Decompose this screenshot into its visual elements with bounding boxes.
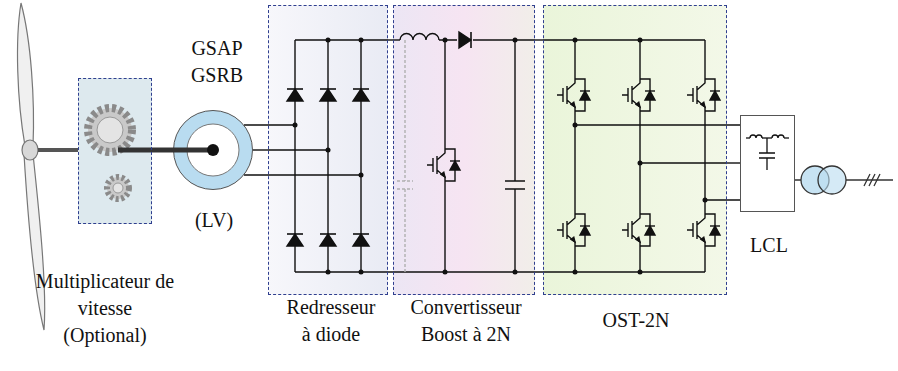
node-label: (LV) (184, 207, 244, 234)
drawing-stroke (687, 73, 720, 117)
drawing-stroke (353, 89, 369, 101)
drawing-stroke (443, 38, 448, 43)
drawing-stroke (846, 179, 893, 180)
drawing-stroke (293, 38, 364, 275)
wire-connector (253, 149, 268, 150)
drawing-stroke (320, 234, 336, 246)
drawing-stroke (864, 174, 880, 186)
generator-circle: GSAP GSRB(LV) (173, 110, 253, 190)
drawing-stroke (622, 208, 655, 252)
drawing-stroke (443, 38, 518, 275)
drawing-stroke (573, 270, 578, 275)
drawing-stroke (573, 123, 578, 128)
drawing-stroke (750, 135, 762, 138)
drawing-stroke (427, 143, 460, 187)
node-label: Multiplicateur de vitesse (Optional) (35, 268, 175, 349)
node-label: Redresseur à diode (281, 294, 381, 348)
rotor-hub (207, 144, 219, 156)
drawing-stroke (622, 73, 655, 117)
transformer-grid (801, 166, 893, 194)
gearbox-gears (88, 108, 152, 199)
generator-rotor (173, 110, 253, 190)
wire-connector (152, 148, 173, 153)
drawing-stroke (78, 78, 152, 224)
wire-connector (727, 162, 740, 163)
drawing-stroke (444, 40, 445, 272)
drawing-stroke (244, 125, 361, 175)
drawing-stroke (459, 32, 471, 48)
drawing-stroke (353, 234, 369, 246)
drawing-stroke (543, 40, 705, 272)
drawing-stroke (38, 148, 78, 152)
drawing-stroke (97, 117, 123, 143)
drawing-stroke (772, 135, 784, 138)
gearbox-box: Multiplicateur de vitesse (Optional) (78, 78, 152, 224)
drawing-stroke (573, 38, 708, 275)
boost-converter (393, 32, 543, 275)
drawing-stroke (513, 270, 518, 275)
drawing-stroke (287, 89, 303, 101)
drawing-stroke (18, 3, 34, 146)
drawing-stroke (638, 38, 643, 43)
lcl-filter-symbol (746, 135, 801, 180)
drawing-stroke (107, 177, 129, 199)
drawing-stroke (759, 138, 775, 170)
drawing-stroke (320, 89, 336, 101)
drawing-stroke (638, 270, 643, 275)
drawing-stroke (359, 270, 364, 275)
drawing-stroke (24, 154, 45, 330)
drawing-stroke (573, 38, 578, 43)
drawing-stroke (818, 166, 846, 194)
drawing-stroke (740, 115, 795, 212)
drawing-stroke (400, 34, 439, 41)
box-grounds (78, 5, 795, 295)
drawing-stroke (557, 73, 590, 117)
drawing-stroke (505, 40, 525, 272)
drawing-stroke (795, 179, 801, 180)
drawing-stroke (557, 208, 590, 252)
rectifier-box: Redresseur à diode (268, 5, 388, 295)
two-level-inverter (543, 38, 740, 275)
node-label: GSAP GSRB (186, 35, 248, 89)
node-label: LCL (739, 232, 799, 259)
boost-box: Convertisseur Boost à 2N (393, 5, 535, 295)
drawing-stroke (543, 5, 727, 295)
drawing-stroke (118, 148, 152, 153)
node-label: OST-2N (581, 307, 691, 334)
drawing-stroke (397, 40, 413, 272)
drawing-stroke (443, 270, 448, 275)
drawing-stroke (359, 38, 364, 43)
drawing-stroke (397, 40, 413, 272)
diode-rectifier (244, 38, 393, 275)
drawing-stroke (393, 271, 543, 272)
drawing-stroke (784, 137, 789, 138)
drawing-stroke (113, 183, 123, 193)
drawing-stroke (638, 161, 643, 166)
drawing-stroke (295, 40, 361, 272)
drawing-stroke (687, 208, 720, 252)
drawing-stroke (326, 270, 331, 275)
drawing-stroke (287, 234, 303, 246)
drawing-stroke (359, 173, 364, 178)
filter-box: LCL (740, 115, 795, 212)
drawing-stroke (295, 40, 393, 272)
drawing-stroke (513, 38, 518, 43)
drawing-stroke (575, 125, 740, 200)
drawing-stroke (88, 108, 132, 152)
drawing-stroke (703, 198, 708, 203)
wire-connector (535, 39, 543, 40)
drawing-stroke (326, 148, 331, 153)
drawing-stroke (326, 38, 331, 43)
drawing-stroke (393, 39, 400, 40)
drawing-stroke (439, 39, 535, 40)
drawing-stroke (22, 140, 38, 160)
drawing-stroke (393, 5, 535, 295)
inverter-box: OST-2N (543, 5, 727, 295)
node-label: Convertisseur Boost à 2N (400, 294, 532, 348)
drawing-stroke (293, 123, 298, 128)
